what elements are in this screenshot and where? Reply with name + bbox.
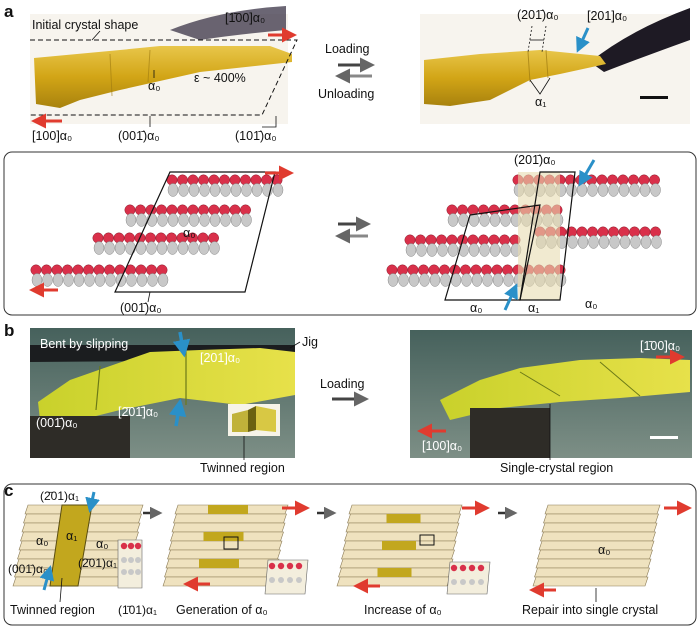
twinned-region-inset xyxy=(228,404,280,436)
label-direction-m100: [1̄00]α₀ xyxy=(225,11,265,25)
label-alpha0-c-right: α₀ xyxy=(96,537,108,551)
label-plane-201bar-model: (201̄)α₀ xyxy=(514,153,556,167)
label-bent-by-slipping: Bent by slipping xyxy=(40,337,128,351)
label-direction-100-b: [100]α₀ xyxy=(422,439,462,453)
label-plane-201-top: (2̄01)α₁ xyxy=(40,489,79,503)
scale-bar-a xyxy=(640,96,668,99)
crystal-photo-right xyxy=(420,8,690,124)
initial-shape-outline xyxy=(30,39,298,116)
arrow-blue-b-top xyxy=(172,331,191,358)
label-alpha0-right-model: α₀ xyxy=(585,297,597,311)
label-jig: Jig xyxy=(302,335,318,349)
label-twinned-region-b: Twinned region xyxy=(200,461,285,475)
label-direction-m100-b: [1̄00]α₀ xyxy=(640,339,680,353)
label-direction-201-a: [201]α₀ xyxy=(587,9,627,23)
label-alpha1-c: α₁ xyxy=(66,529,77,543)
arrow-blue-model-bottom xyxy=(503,283,518,311)
schematic-box xyxy=(3,483,697,626)
label-direction-2bar01bar-b: [2̄01̄]α₀ xyxy=(118,405,158,419)
arrow-blue-a xyxy=(576,27,590,53)
label-loading-a: Loading xyxy=(325,42,370,56)
label-alpha0-c-left: α₀ xyxy=(36,534,48,548)
panel-label-b: b xyxy=(4,321,14,340)
label-alpha0: α₀ xyxy=(148,79,160,93)
label-single-crystal-region: Single-crystal region xyxy=(500,461,613,475)
label-plane-001-b: (001̄)α₀ xyxy=(36,416,78,430)
label-repair-single-crystal: Repair into single crystal xyxy=(522,603,658,617)
model-box xyxy=(3,151,697,316)
label-unloading-a: Unloading xyxy=(318,87,374,101)
label-plane-201-mid: (2̄01)α₁ xyxy=(78,556,117,570)
photo-b-left xyxy=(30,328,295,458)
twin-cell-model xyxy=(519,171,576,301)
arrow-blue-b-bottom xyxy=(169,398,187,427)
label-generation-alpha0: Generation of α₀ xyxy=(176,603,268,617)
schematic-stages xyxy=(12,504,661,595)
photo-b-right xyxy=(410,330,692,458)
label-alpha1-a: α₁ xyxy=(535,95,546,109)
label-plane-101: (101̄)α₀ xyxy=(235,129,277,143)
label-plane-201bar-a: (201̄)α₀ xyxy=(517,8,559,22)
label-alpha0-left-model: α₀ xyxy=(470,301,482,315)
label-direction-100: [100]α₀ xyxy=(32,129,72,143)
label-alpha1-model: α₁ xyxy=(528,301,539,315)
crystal-photo-left xyxy=(30,6,292,124)
arrow-blue-c-bottom xyxy=(39,565,55,591)
label-strain: ε ~ 400% xyxy=(194,71,246,85)
label-plane-101-c: (1̄01)α₁ xyxy=(118,603,157,617)
unit-cell-left xyxy=(114,171,276,293)
label-plane-001-c: (001̄)α₀ xyxy=(8,562,48,576)
scale-bar-b xyxy=(650,436,678,439)
label-direction-201-b: [201]α₀ xyxy=(200,351,240,365)
panel-label-c: c xyxy=(4,481,13,500)
label-alpha0-final: α₀ xyxy=(598,543,610,557)
arrow-blue-c-top xyxy=(85,491,100,513)
label-increase-alpha0: Increase of α₀ xyxy=(364,603,442,617)
panel-label-a: a xyxy=(4,2,14,21)
label-initial-crystal-shape: Initial crystal shape xyxy=(32,18,138,32)
label-plane-001: (001̄)α₀ xyxy=(118,129,160,143)
arrow-blue-model-top xyxy=(578,159,596,187)
molecular-model-left xyxy=(30,174,284,287)
label-plane-001-model: (001̄)α₀ xyxy=(120,301,162,315)
label-alpha0-model: α₀ xyxy=(183,226,195,240)
label-twinned-region-c: Twinned region xyxy=(10,603,95,617)
label-loading-b: Loading xyxy=(320,377,365,391)
